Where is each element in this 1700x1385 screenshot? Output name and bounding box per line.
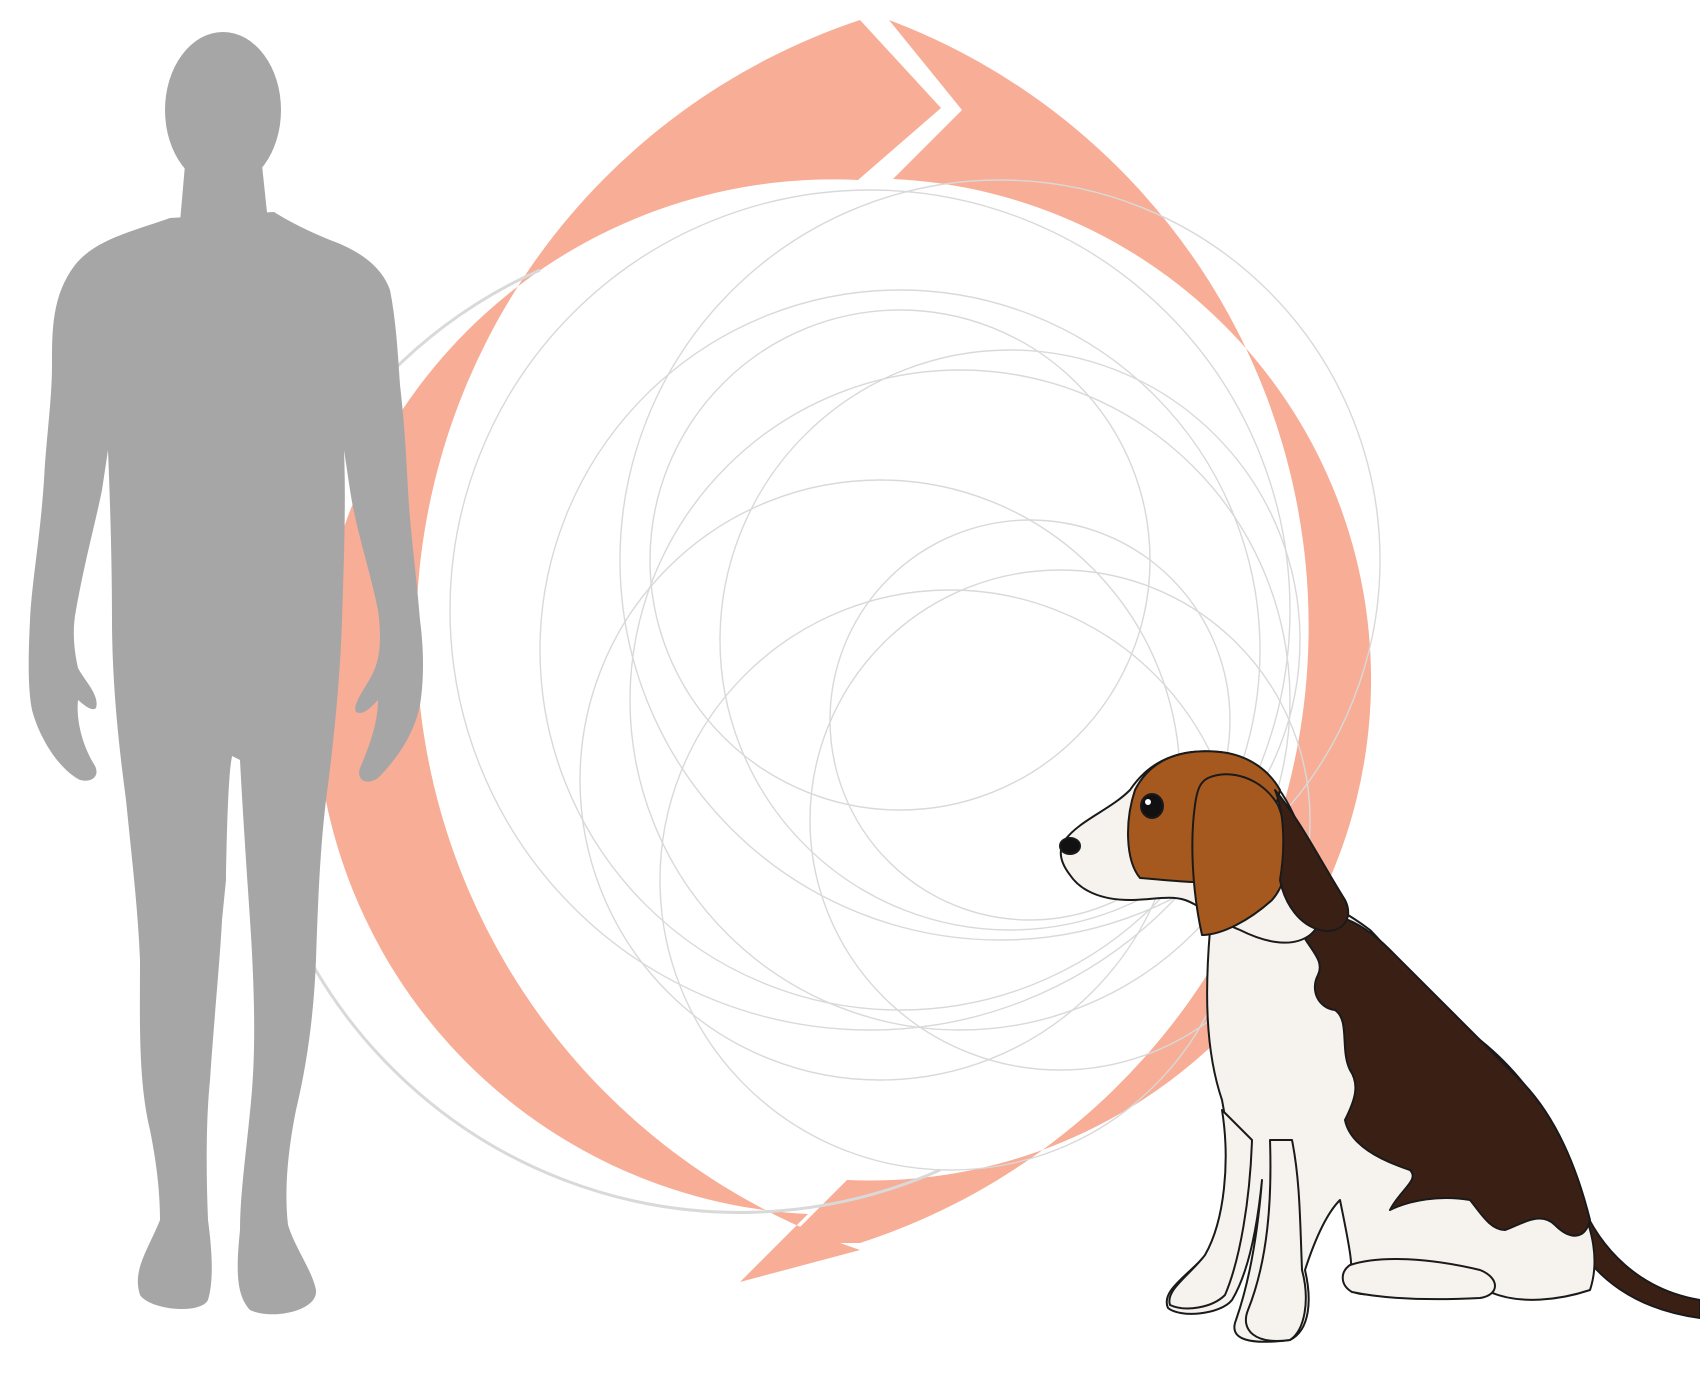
dog-eye xyxy=(1141,794,1163,818)
human-head xyxy=(165,32,281,188)
swirl-circle xyxy=(580,480,1180,1080)
swirl-circle xyxy=(540,290,1260,1010)
human-torso xyxy=(29,212,423,1314)
cycle-ring xyxy=(315,20,1371,1282)
swirl-circle xyxy=(630,370,1290,1030)
swirl-circle xyxy=(650,310,1150,810)
dog-eye-highlight xyxy=(1145,799,1151,805)
dog-nose xyxy=(1060,838,1080,854)
swirl-circle xyxy=(450,190,1290,1030)
